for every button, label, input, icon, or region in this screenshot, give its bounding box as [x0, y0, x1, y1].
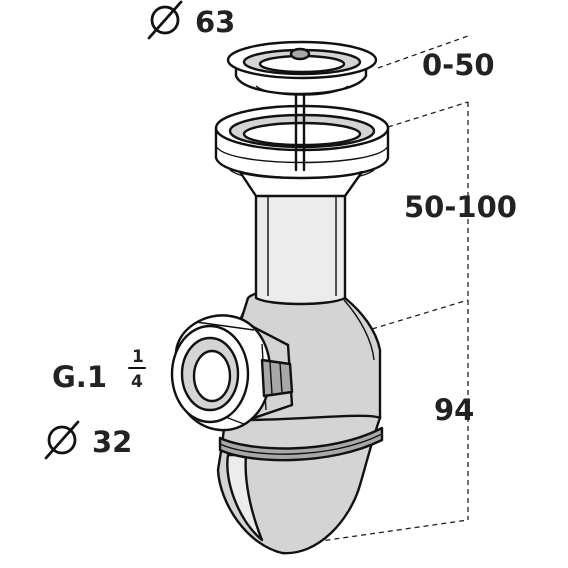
siphon-illustration — [170, 40, 390, 555]
label-thread-frac-num: 1 — [132, 347, 144, 367]
label-thread-frac-den: 4 — [131, 372, 143, 392]
label-dim-0-50: 0-50 — [422, 48, 495, 82]
bottle-groove — [218, 426, 384, 462]
label-thread-g: G.1 — [52, 360, 107, 394]
diameter-symbol-icon — [44, 420, 80, 460]
tube — [254, 190, 347, 306]
label-diameter-63: 63 — [195, 5, 235, 39]
diameter-symbol-icon — [147, 0, 183, 40]
label-diameter-32: 32 — [92, 425, 132, 459]
label-dim-50-100: 50-100 — [404, 190, 517, 224]
side-outlet — [170, 314, 294, 432]
label-dim-94: 94 — [434, 393, 474, 427]
